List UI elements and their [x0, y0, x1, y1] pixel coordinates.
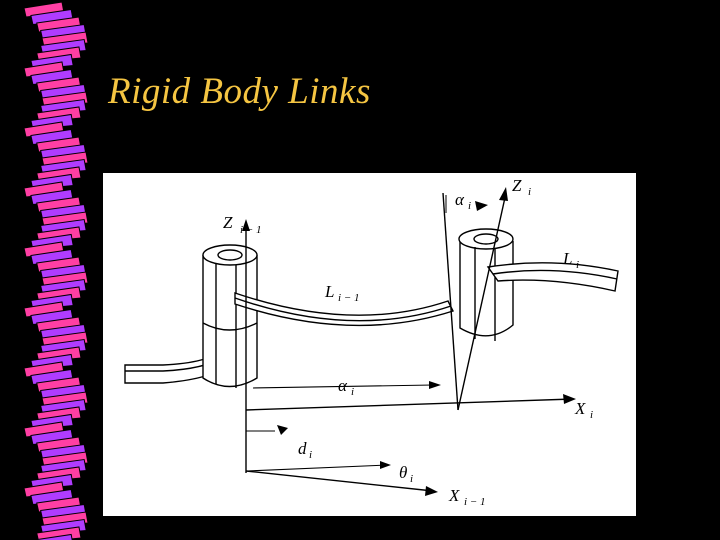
- label-theta: θ: [399, 463, 407, 482]
- label-alpha-mid: α: [338, 376, 348, 395]
- label-link-curr: L: [562, 249, 572, 268]
- label-d-sub: i: [309, 449, 312, 461]
- ribbon-segment: [23, 241, 89, 311]
- ribbon-segment: [23, 421, 89, 491]
- ribbon-segment: [23, 361, 89, 431]
- robot-link-diagram: Z i − 1 Z i α i L i − 1 L i α i X i d i …: [103, 173, 636, 516]
- label-x-curr-sub: i: [590, 409, 593, 421]
- diagram-canvas: Z i − 1 Z i α i L i − 1 L i α i X i d i …: [124, 176, 619, 508]
- label-d: d: [298, 439, 307, 458]
- label-alpha-top-sub: i: [468, 200, 471, 212]
- axis-x-curr: [245, 398, 574, 411]
- label-z-curr-sub: i: [528, 186, 531, 198]
- label-x-prev: X: [448, 486, 460, 505]
- link-curr: [486, 262, 619, 292]
- decorative-border-ribbon: [23, 1, 89, 540]
- label-link-prev-sub: i − 1: [338, 292, 359, 304]
- ribbon-segment: [23, 1, 89, 71]
- label-link-curr-sub: i: [576, 259, 579, 271]
- ribbon-segment: [23, 61, 89, 131]
- label-alpha-mid-sub: i: [351, 386, 354, 398]
- label-alpha-top: α: [455, 190, 465, 209]
- axis-parallel: [442, 192, 459, 411]
- joint-cylinder-left: [202, 244, 258, 388]
- label-theta-sub: i: [410, 473, 413, 485]
- axis-z-curr: [457, 192, 507, 411]
- label-link-prev: L: [324, 282, 334, 301]
- label-z-prev-sub: i − 1: [240, 224, 261, 236]
- axis-x-prev: [245, 470, 434, 492]
- ribbon-segment: [23, 181, 89, 251]
- ribbon-segment: [23, 121, 89, 191]
- label-z-prev: Z: [223, 213, 233, 232]
- ribbon-segment: [23, 301, 89, 371]
- label-x-prev-sub: i − 1: [464, 496, 485, 508]
- label-x-curr: X: [574, 399, 586, 418]
- ribbon-segment: [23, 481, 89, 540]
- slide-title: Rigid Body Links: [108, 71, 371, 112]
- link-prev: [234, 292, 454, 327]
- label-z-curr: Z: [512, 176, 522, 195]
